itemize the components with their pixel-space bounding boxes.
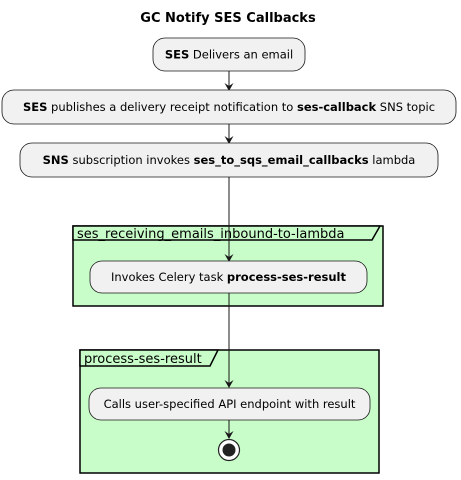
arrowhead-5 [224,431,234,439]
node-text-regular: publishes a delivery receipt notificatio… [47,100,297,114]
arrowhead-2 [224,136,234,144]
node-text: SES publishes a delivery receipt notific… [23,100,435,114]
node-text-regular: Calls user-specified API endpoint with r… [104,397,356,411]
edges [224,71,234,439]
node-text-bold: SNS [43,153,69,167]
node-text-regular: subscription invokes [69,153,194,167]
arrowhead-3 [224,254,234,262]
node-text-bold: process-ses-result [227,270,347,284]
arrowhead-1 [224,83,234,91]
action-invoke-celery-task: Invokes Celery task process-ses-result [89,260,368,294]
action-ses-delivers-email: SES Delivers an email [152,37,306,72]
action-call-api-endpoint: Calls user-specified API endpoint with r… [88,387,371,421]
node-text: Calls user-specified API endpoint with r… [104,397,356,411]
node-text-bold: ses-callback [297,100,377,114]
node-text: Invokes Celery task process-ses-result [111,270,347,284]
node-text-regular: Invokes Celery task [111,270,227,284]
node-text-regular: Delivers an email [189,48,293,62]
node-text-regular: SNS topic [376,100,435,114]
action-ses-publishes-receipt: SES publishes a delivery receipt notific… [1,89,457,125]
diagram-title: GC Notify SES Callbacks [140,11,316,26]
partition-lambda-label: ses_receiving_emails_inbound-to-lambda [77,227,344,242]
partition-process-ses-result-label: process-ses-result [84,352,202,367]
end-node-icon [217,438,241,462]
arrowhead-4 [224,380,234,388]
action-sns-invokes-lambda: SNS subscription invokes ses_to_sqs_emai… [19,142,439,178]
node-text-bold: ses_to_sqs_email_callbacks [194,153,369,168]
node-text: SES Delivers an email [165,48,293,62]
node-text-bold: SES [23,100,47,114]
node-text-regular: lambda [369,153,416,167]
node-text-bold: SES [165,48,189,62]
node-text: SNS subscription invokes ses_to_sqs_emai… [43,153,416,168]
